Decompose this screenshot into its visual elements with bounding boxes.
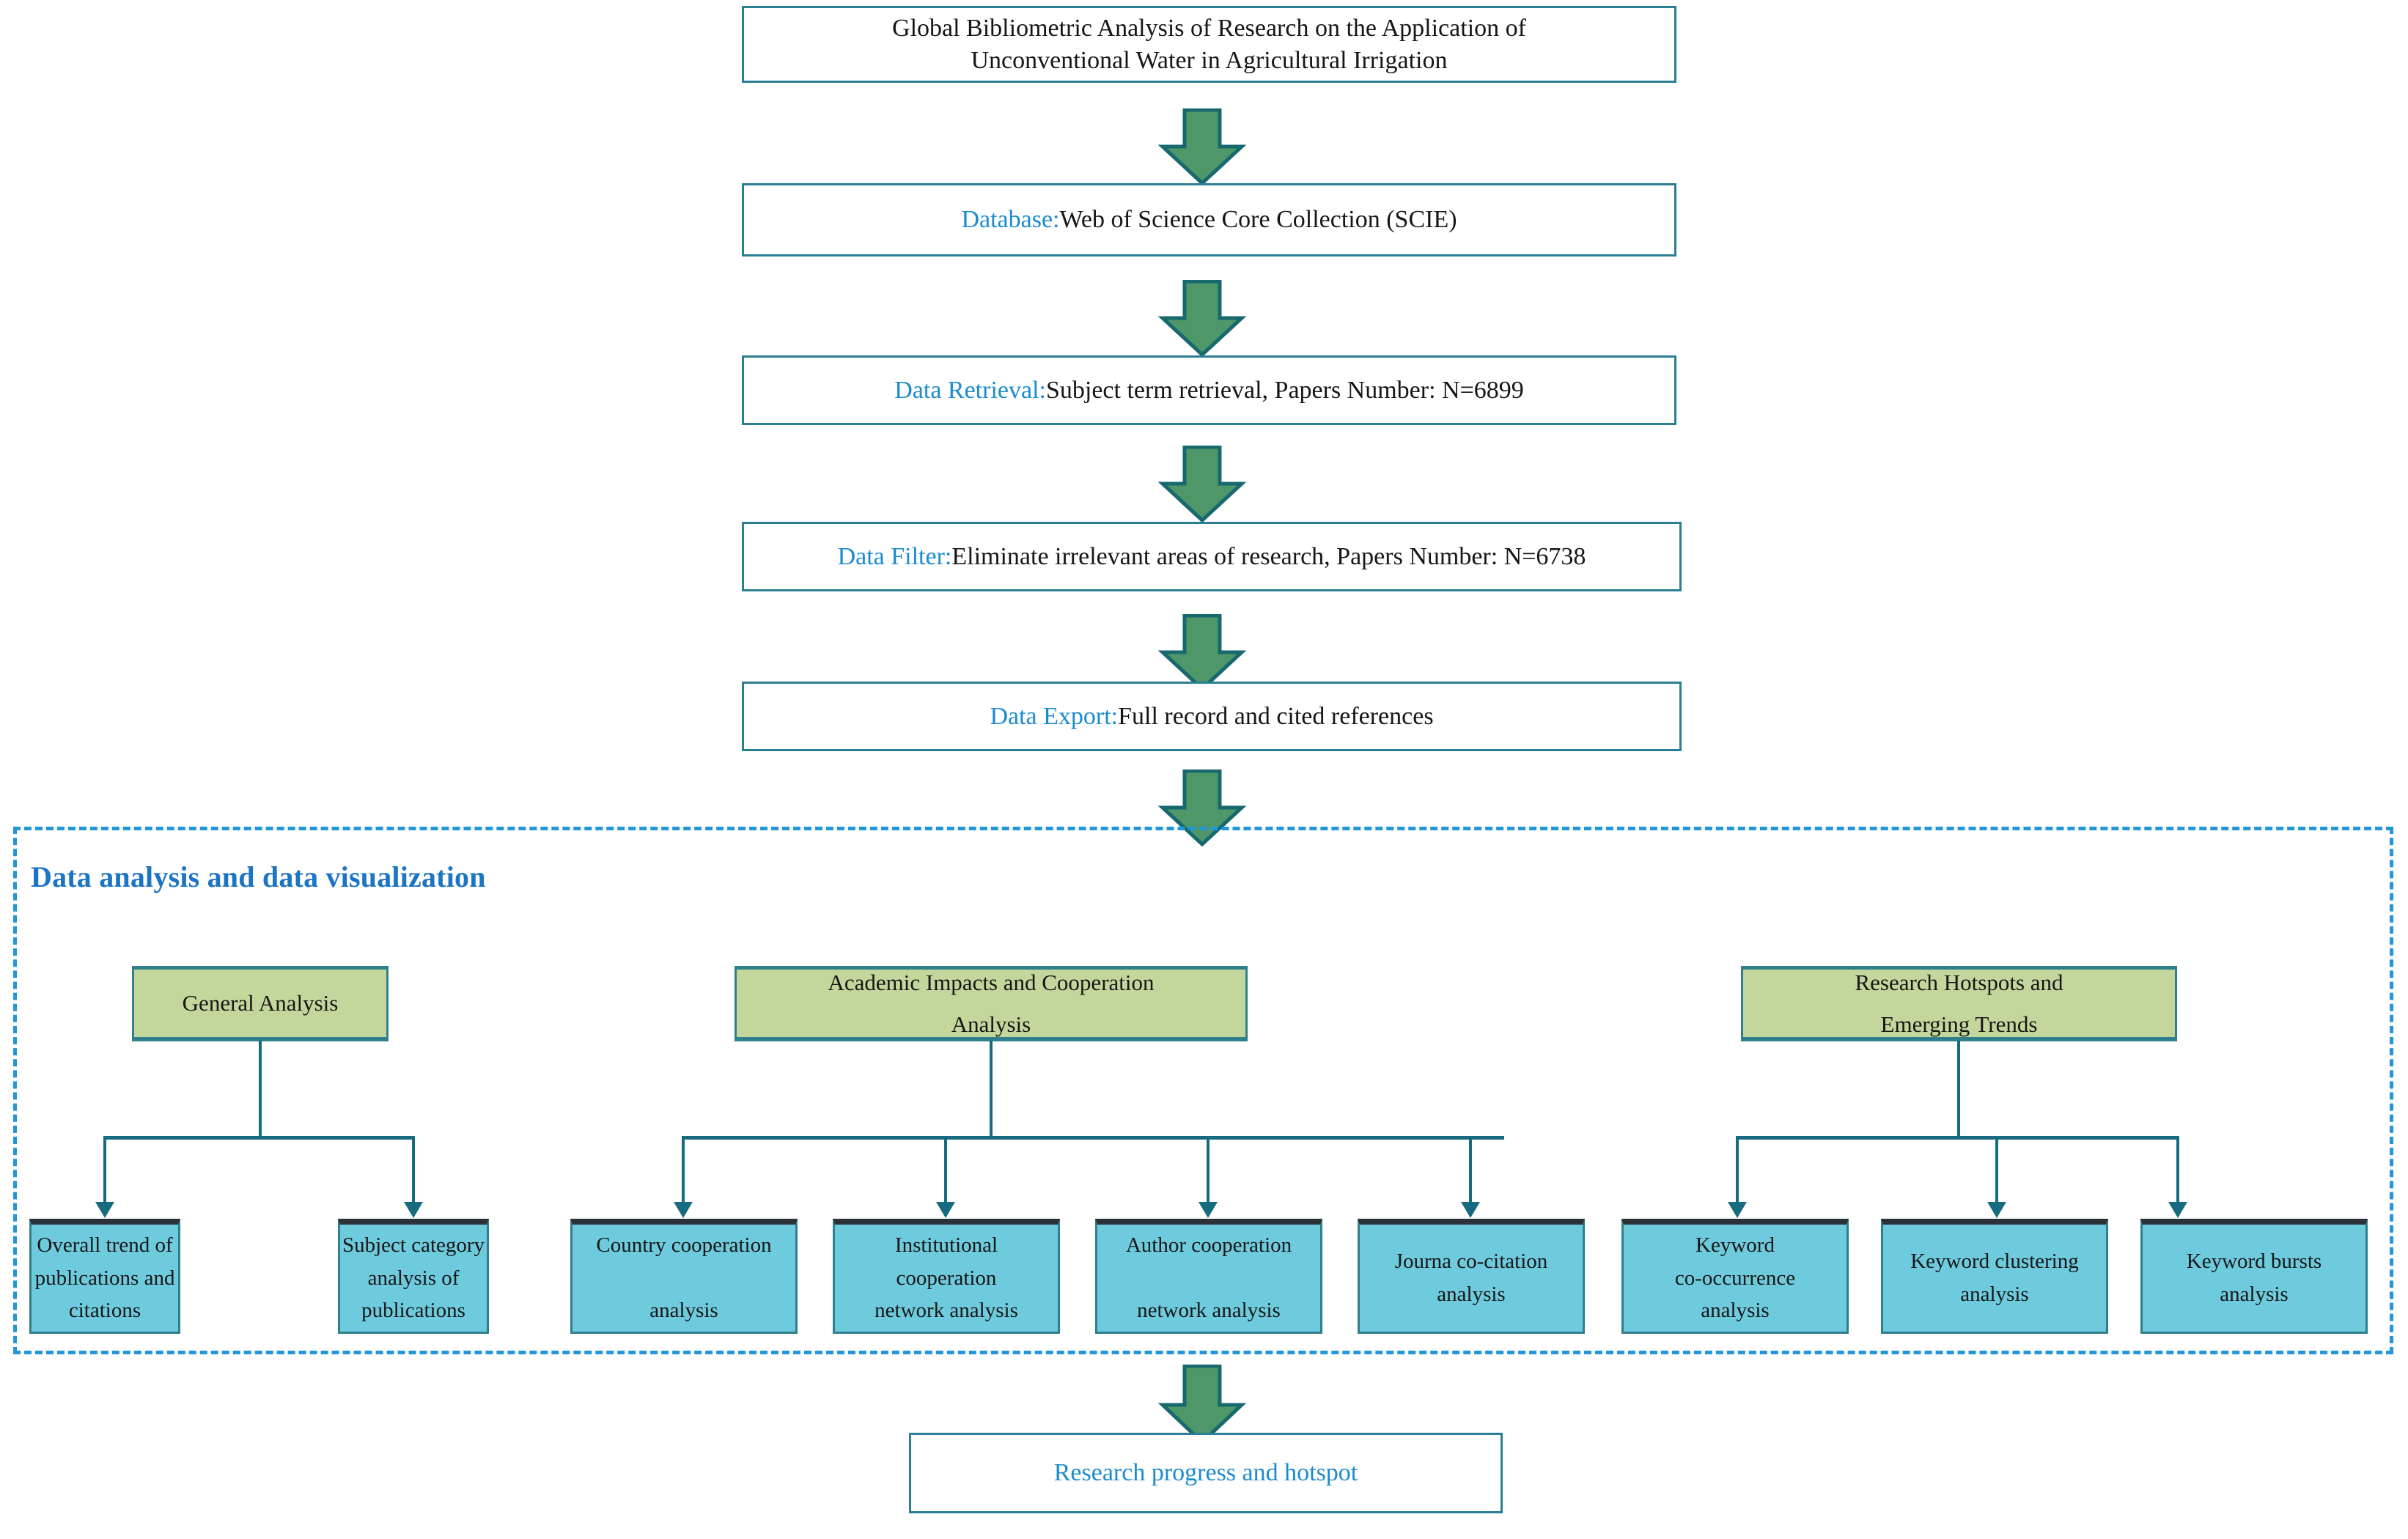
block-arrow-4 (1158, 614, 1246, 691)
connector-drop-g3-leaf1 (1736, 1136, 1739, 1203)
arrow-tip-g3-leaf2 (1987, 1202, 2006, 1218)
flow-box-data-export: Data Export:Full record and cited refere… (742, 682, 1682, 751)
flow-box-title-text: Global Bibliometric Analysis of Research… (892, 14, 1526, 74)
leaf-label-journal-cocitation: Journa co-citation analysis (1394, 1250, 1548, 1306)
connector-drop-g3-leaf2 (1995, 1136, 1998, 1203)
arrow-tip-g3-leaf3 (2168, 1202, 2187, 1218)
conclusion-text: Research progress and hotspot (1053, 1459, 1358, 1487)
region-title: Data analysis and data visualization (31, 860, 486, 893)
leaf-label-institutional-cooperation: Institutional cooperation network analys… (875, 1233, 1018, 1323)
data-analysis-region (13, 827, 2393, 1354)
arrow-tip-g2-leaf2 (936, 1202, 955, 1218)
block-arrow-5 (1158, 770, 1246, 846)
leaf-box-overall-trend: Overall trend of publications and citati… (29, 1219, 180, 1334)
connector-drop-g2-leaf1 (682, 1136, 685, 1203)
connector-stem-group1 (259, 1041, 262, 1137)
flow-text-data-retrieval: Subject term retrieval, Papers Number: N… (1045, 376, 1524, 404)
category-box-research-hotspots: Research Hotspots and Emerging Trends (1741, 966, 2177, 1039)
connector-drop-g1-leaf2 (412, 1136, 415, 1203)
connector-bus-group3 (1736, 1136, 2179, 1140)
leaf-box-country-cooperation: Country cooperation analysis (570, 1219, 798, 1334)
flow-box-data-filter: Data Filter:Eliminate irrelevant areas o… (742, 522, 1682, 591)
block-arrow-1 (1158, 108, 1246, 185)
flow-box-database: Database:Web of Science Core Collection … (742, 183, 1676, 256)
flow-box-title: Global Bibliometric Analysis of Research… (742, 6, 1676, 83)
leaf-box-subject-category: Subject category analysis of publication… (338, 1219, 489, 1334)
arrow-tip-g1-leaf1 (95, 1202, 114, 1218)
leaf-box-keyword-bursts: Keyword bursts analysis (2140, 1219, 2368, 1334)
connector-drop-g3-leaf3 (2176, 1136, 2179, 1203)
arrow-tip-g3-leaf1 (1728, 1202, 1747, 1218)
flow-box-data-retrieval: Data Retrieval:Subject term retrieval, P… (742, 355, 1676, 425)
leaf-box-author-cooperation: Author cooperation network analysis (1095, 1219, 1322, 1334)
arrow-tip-g2-leaf3 (1199, 1202, 1218, 1218)
connector-drop-g2-leaf3 (1207, 1136, 1209, 1203)
leaf-label-keyword-clustering: Keyword clustering analysis (1910, 1250, 2079, 1306)
connector-bus-group1 (103, 1136, 415, 1140)
connector-drop-g1-leaf1 (103, 1136, 106, 1203)
leaf-box-keyword-clustering: Keyword clustering analysis (1881, 1219, 2108, 1334)
flow-label-data-filter: Data Filter: (837, 542, 952, 570)
leaf-box-institutional-cooperation: Institutional cooperation network analys… (833, 1219, 1060, 1334)
arrow-tip-g1-leaf2 (404, 1202, 423, 1218)
arrow-tip-g2-leaf1 (674, 1202, 693, 1218)
category-box-academic-impacts: Academic Impacts and Cooperation Analysi… (734, 966, 1248, 1039)
flow-text-database: Web of Science Core Collection (SCIE) (1059, 206, 1457, 234)
flow-text-data-filter: Eliminate irrelevant areas of research, … (951, 542, 1586, 570)
flow-text-data-export: Full record and cited references (1118, 702, 1434, 730)
leaf-label-overall-trend: Overall trend of publications and citati… (34, 1233, 175, 1323)
leaf-box-journal-cocitation: Journa co-citation analysis (1358, 1219, 1585, 1334)
category-label-general-analysis: General Analysis (182, 990, 339, 1016)
leaf-label-author-cooperation: Author cooperation network analysis (1125, 1233, 1292, 1323)
category-label-academic-impacts: Academic Impacts and Cooperation Analysi… (828, 969, 1155, 1037)
connector-drop-g2-leaf2 (944, 1136, 947, 1203)
block-arrow-6 (1158, 1365, 1246, 1445)
leaf-box-keyword-cooccurrence: Keyword co-occurrence analysis (1621, 1219, 1849, 1334)
flow-box-conclusion: Research progress and hotspot (909, 1433, 1503, 1513)
category-label-research-hotspots: Research Hotspots and Emerging Trends (1855, 969, 2063, 1037)
leaf-label-subject-category: Subject category analysis of publication… (342, 1233, 485, 1323)
connector-stem-group3 (1957, 1041, 1960, 1137)
connector-stem-group2 (990, 1041, 993, 1137)
connector-bus-group2 (682, 1136, 1504, 1140)
flow-label-data-export: Data Export: (990, 702, 1119, 730)
block-arrow-3 (1158, 446, 1246, 523)
block-arrow-2 (1158, 280, 1246, 357)
leaf-label-keyword-bursts: Keyword bursts analysis (2186, 1250, 2322, 1306)
flow-label-data-retrieval: Data Retrieval: (894, 376, 1046, 404)
category-box-general-analysis: General Analysis (132, 966, 389, 1039)
flow-label-database: Database: (961, 206, 1060, 234)
leaf-label-keyword-cooccurrence: Keyword co-occurrence analysis (1674, 1233, 1796, 1323)
arrow-tip-g2-leaf4 (1461, 1202, 1480, 1218)
connector-drop-g2-leaf4 (1469, 1136, 1472, 1203)
leaf-label-country-cooperation: Country cooperation analysis (596, 1233, 772, 1323)
